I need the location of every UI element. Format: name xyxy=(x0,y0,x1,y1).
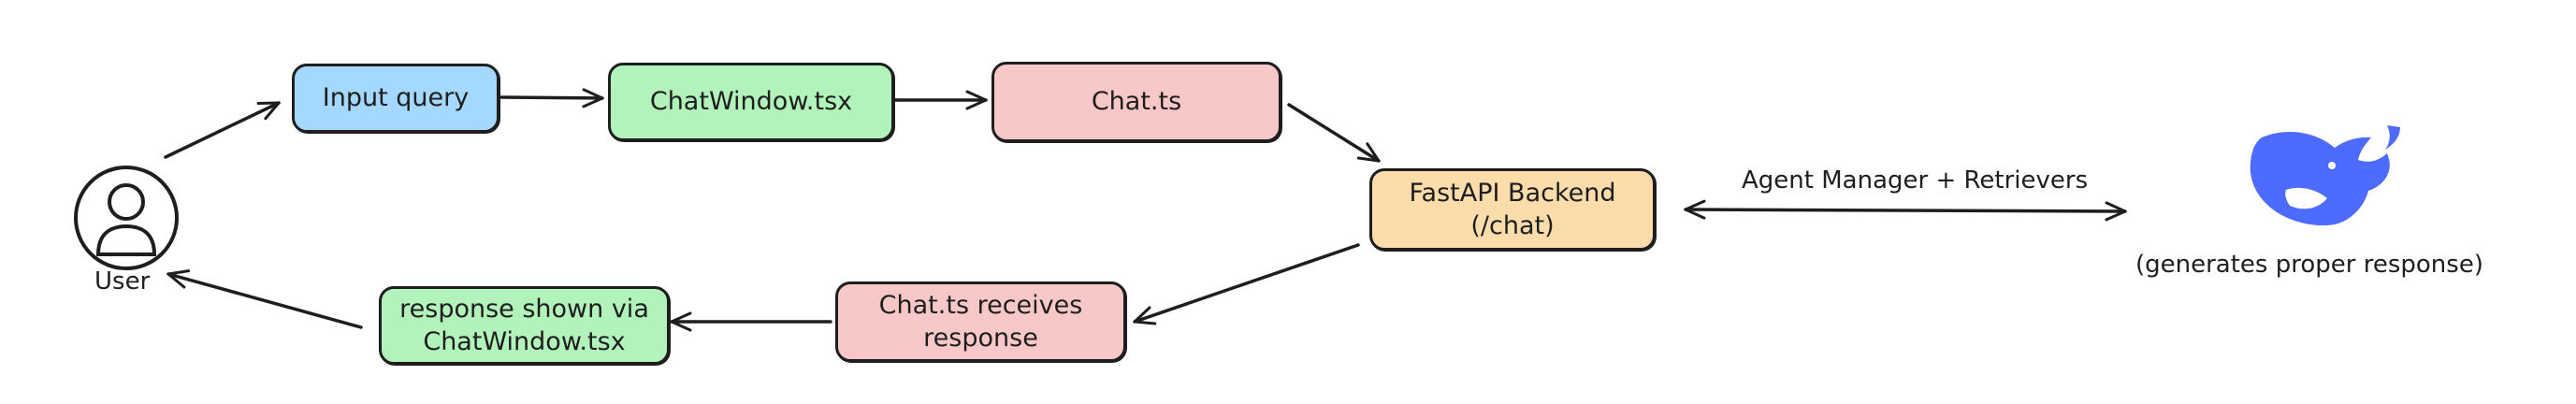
chat-ts-receives-node: Chat.ts receives response xyxy=(835,281,1126,362)
chatwindow-label: ChatWindow.tsx xyxy=(649,87,853,117)
model-caption: (generates proper response) xyxy=(2135,251,2483,279)
edges xyxy=(164,88,2127,332)
chat-ts-label: Chat.ts xyxy=(1091,87,1182,117)
chat-ts-receives-label: Chat.ts receives response xyxy=(878,290,1083,353)
edge-chat-ts-to-fastapi xyxy=(1287,103,1381,163)
edge-fastapi-to-chat-receives xyxy=(1133,243,1360,325)
fastapi-backend-label: FastAPI Backend (/chat) xyxy=(1409,178,1616,240)
agent-manager-edge-label: Agent Manager + Retrievers xyxy=(1742,166,2089,195)
edge-fastapi-model-bidirectional xyxy=(1684,199,2127,222)
chatwindow-node: ChatWindow.tsx xyxy=(608,63,894,141)
user-label: User xyxy=(94,267,151,296)
response-shown-node: response shown via ChatWindow.tsx xyxy=(379,286,670,365)
chat-ts-node: Chat.ts xyxy=(991,62,1281,142)
response-shown-label: response shown via ChatWindow.tsx xyxy=(399,294,649,356)
input-query-label: Input query xyxy=(322,83,470,113)
edge-response-shown-to-user xyxy=(166,269,363,329)
user-icon xyxy=(74,166,179,270)
edge-user-to-input-query xyxy=(164,101,281,159)
input-query-node: Input query xyxy=(292,64,499,133)
deepseek-whale-logo xyxy=(2250,125,2400,226)
fastapi-backend-node: FastAPI Backend (/chat) xyxy=(1369,168,1656,251)
edge-input-query-to-chatwindow xyxy=(499,88,604,108)
